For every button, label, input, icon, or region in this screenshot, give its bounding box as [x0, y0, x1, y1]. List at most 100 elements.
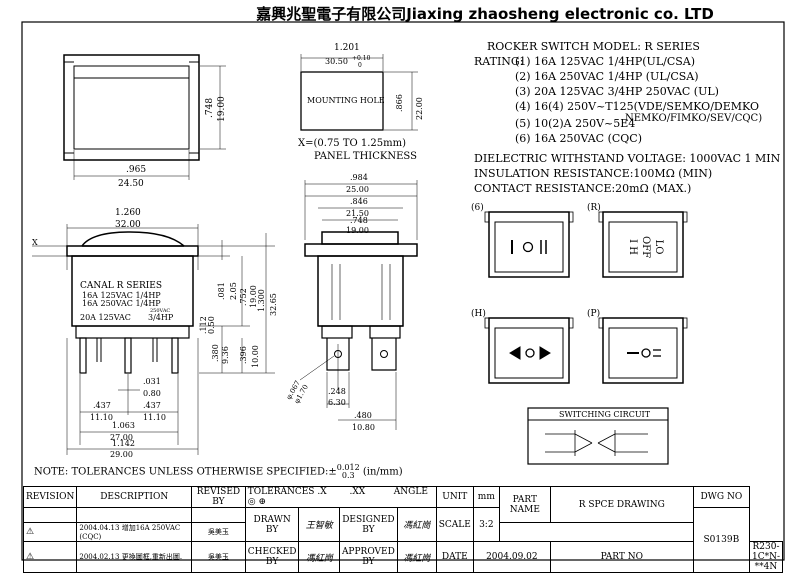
insulation: INSULATION RESISTANCE:100MΩ (MIN) [474, 167, 713, 180]
dim-1142: 1.142 [112, 439, 135, 448]
tb-part-no: R230-1C*N-**4N [748, 541, 784, 573]
tol-unit: (in/mm) [362, 466, 403, 478]
top-view [63, 54, 226, 180]
variant-h-tag: (H) [471, 308, 486, 319]
rating-4: (4) 16(4) 250V~T125(VDE/SEMKO/DEMKO [515, 100, 759, 113]
hole-w-mm: 30.50 [325, 57, 348, 66]
dim-630: 6.30 [328, 398, 346, 407]
rating-4b: NEMKO/FIMKO/SEV/CQC) [625, 113, 763, 124]
tb-date: DATE [435, 541, 474, 573]
tb-description: DESCRIPTION [76, 486, 193, 508]
contact-resistance: CONTACT RESISTANCE:20mΩ (MAX.) [474, 182, 692, 195]
variant-p-tag: (P) [587, 308, 600, 319]
note-prefix: NOTE: TOLERANCES UNLESS OTHERWISE SPECIF… [34, 466, 337, 478]
tb-checked-name: 馮紅崗 [298, 541, 340, 573]
tb-tol-xx: .XX [349, 487, 366, 497]
switching-circuit [527, 407, 669, 465]
tb-unit: UNIT [435, 486, 474, 508]
tb-blank-d [498, 522, 694, 542]
dim-1063: 1.063 [112, 421, 135, 430]
front-w-in: 1.260 [115, 208, 141, 218]
dielectric: DIELECTRIC WITHSTAND VOLTAGE: 1000VAC 1 … [474, 152, 781, 165]
label-line3: 16A 250VAC 1/4HP [82, 299, 161, 308]
tb-rev1-flag: ⚠ [22, 522, 78, 542]
tb-scale: SCALE [435, 507, 474, 542]
top-w-mm: 24.50 [118, 179, 144, 189]
tol-den: 0.3 [341, 471, 355, 480]
rating-2: (2) 16A 250VAC 1/4HP (UL/CSA) [515, 70, 699, 83]
dim-936: 9.36 [221, 346, 230, 364]
mounting-hole [300, 54, 418, 131]
dim-1080: 10.80 [352, 423, 375, 432]
dim-2900: 29.00 [110, 450, 133, 459]
tb-drawn-name: 王智敏 [298, 507, 340, 542]
dim-752: .752 [239, 288, 248, 306]
tb-revision: REVISION [22, 486, 78, 508]
front-w-mm: 32.00 [115, 220, 141, 230]
tb-rev1: 2004.04.13 增加16A 250VAC (CQC) [76, 522, 193, 542]
tb-date-val: 2004.09.02 [472, 541, 551, 573]
variant-6-tag: (6) [471, 202, 484, 213]
hole-w-in: 1.201 [334, 43, 360, 53]
dim-1900s: 19.00 [346, 226, 369, 235]
tb-rev2-desc: 更換圖框,重新出圖. [121, 553, 183, 561]
dim-984: .984 [350, 173, 368, 182]
title-block: REVISION DESCRIPTION REVISED BY TOLERANC… [22, 486, 784, 573]
dim-2150: 21.50 [346, 209, 369, 218]
tolerance-note: NOTE: TOLERANCES UNLESS OTHERWISE SPECIF… [34, 464, 403, 480]
tb-part-no-label: PART NO [549, 541, 694, 573]
tb-part-name: R SPCE DRAWING [549, 486, 694, 523]
tb-tolerances: TOLERANCES .X .XX ANGLE ◎ ⊕ [244, 486, 437, 508]
tb-rev-blank-a [22, 507, 78, 523]
label-line2: 16A 125VAC 1/4HP [82, 291, 161, 300]
company-title: 嘉興兆聖電子有限公司Jiaxing zhaosheng electronic c… [256, 5, 714, 23]
rating-5: (5) 10(2)A 250V~5E4 [515, 117, 636, 130]
tb-dwg-no: S0139B [692, 507, 750, 573]
dim-1110b: 11.10 [143, 413, 166, 422]
actuator-variants [484, 211, 688, 384]
tb-dwg-no-label: DWG NO [692, 486, 750, 508]
label-line4: 20A 125VAC [80, 313, 131, 322]
dim-2700: 27.00 [110, 433, 133, 442]
dim-080: 0.80 [143, 389, 161, 398]
variant-r-tag: (R) [587, 202, 601, 213]
side-view [299, 180, 418, 430]
tb-scale-val: 3:2 [472, 507, 500, 542]
tb-rev-blank-c [191, 507, 246, 523]
front-view [32, 224, 275, 455]
tb-rev2-flag: ⚠ [22, 541, 78, 573]
dim-748: .748 [350, 216, 368, 225]
rating-label: RATING: [474, 55, 524, 68]
dim-205: 2.05 [229, 282, 238, 300]
dim-050: 0.50 [207, 316, 216, 334]
dim-2500: 25.00 [346, 185, 369, 194]
hole-h-in: .866 [395, 94, 404, 112]
tb-rev2-date: 2004.02.13 [79, 553, 120, 561]
variant-r-lo: LO [653, 240, 664, 255]
tb-part-name-label: PART NAME [498, 486, 551, 523]
tb-rev1-date: 2004.04.13 [79, 524, 120, 532]
tb-approved-name: 馮紅崗 [396, 541, 437, 573]
dim-396: .396 [239, 346, 248, 364]
top-h-in: .748 [205, 98, 215, 118]
dim-846: .846 [350, 197, 368, 206]
tb-rev1-desc: 增加16A 250VAC (CQC) [79, 524, 181, 541]
panel-thickness-label: PANEL THICKNESS [314, 151, 417, 162]
tb-unit-val: mm [472, 486, 500, 508]
dim-248: .248 [328, 387, 346, 396]
hole-label: MOUNTING HOLE [307, 96, 385, 105]
tb-rev1-by: 吳美玉 [191, 522, 246, 542]
label-line5: 3/4HP [148, 313, 174, 322]
tb-revised-by: REVISED BY [191, 486, 246, 508]
label-line6: 250VAC [150, 308, 170, 314]
dim-112: .112 [199, 316, 208, 334]
rating-1: (1) 16A 125VAC 1/4HP(UL/CSA) [515, 55, 696, 68]
dim-031: .031 [143, 377, 161, 386]
dim-437b: .437 [143, 401, 161, 410]
hole-h-mm: 22.00 [415, 97, 424, 120]
tb-rev2-by: 吳美玉 [191, 541, 246, 573]
rating-3: (3) 20A 125VAC 3/4HP 250VAC (UL) [515, 85, 719, 98]
